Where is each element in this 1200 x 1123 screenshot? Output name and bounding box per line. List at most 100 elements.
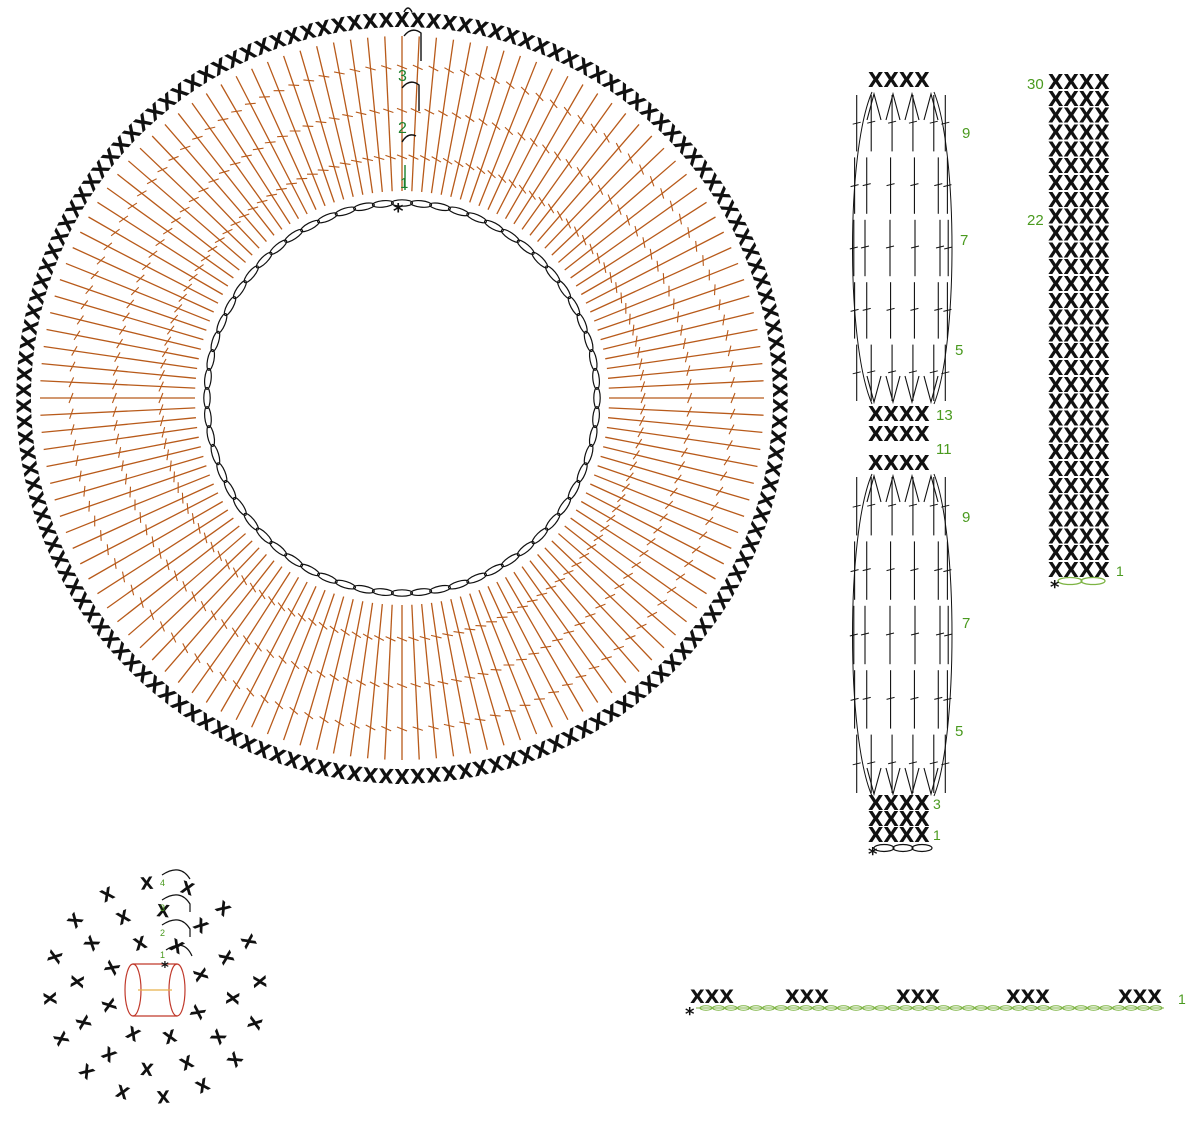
single-crochet-stitch: X	[756, 474, 783, 495]
stitch-crossbar	[369, 681, 380, 688]
stitch-crossbar	[145, 524, 148, 536]
stitch-crossbar	[303, 665, 313, 674]
stitch-crossbar	[459, 721, 471, 725]
decrease-stitch	[904, 91, 920, 121]
column-a-row-label: 5	[955, 342, 963, 359]
stitch-crossbar	[96, 256, 106, 265]
stitch-crossbar	[116, 338, 123, 349]
double-crochet-stitch	[127, 533, 246, 636]
single-crochet-stitch: X	[440, 10, 459, 36]
stitch-crossbar	[910, 568, 919, 572]
stitch-crossbar	[444, 67, 455, 74]
double-crochet-stitch	[450, 599, 488, 750]
increase-stitch	[923, 375, 939, 405]
stitch-crossbar	[68, 377, 75, 388]
stitch-crossbar	[934, 183, 943, 187]
chain-stitch	[210, 330, 221, 353]
strip-foundation-chain	[699, 1005, 1163, 1011]
stitch-crossbar	[170, 314, 179, 324]
single-crochet-row: XXXX	[1048, 440, 1110, 464]
chain-stitch	[593, 386, 601, 410]
single-crochet-stitch: X	[763, 444, 789, 463]
stitch-crossbar	[276, 187, 287, 191]
stitch-crossbar	[304, 711, 314, 720]
stitch-crossbar	[191, 513, 195, 524]
stitch-crossbar	[155, 238, 165, 247]
chain-stitch	[371, 588, 394, 597]
single-crochet-stitch: X	[752, 489, 779, 511]
single-crochet-stitch: X	[20, 474, 47, 495]
stitch-crossbar	[576, 166, 583, 177]
stitch-crossbar	[381, 725, 392, 732]
stitch-crossbar	[646, 538, 656, 546]
double-crochet-stitch	[205, 93, 291, 225]
stitch-crossbar	[200, 254, 211, 262]
stitch-crossbar	[862, 307, 871, 311]
single-crochet-stitch: X	[101, 958, 125, 979]
motif-row-label: 3	[160, 903, 165, 913]
column-a-row-label: 5	[955, 723, 963, 740]
increase-stitch	[866, 375, 882, 405]
stitch-crossbar	[639, 415, 645, 426]
increase-stitch	[885, 375, 901, 405]
single-crochet-stitch: X	[767, 366, 792, 383]
double-crochet-stitch	[164, 123, 267, 242]
single-crochet-stitch: X	[236, 931, 260, 952]
stitch-crossbar	[862, 696, 871, 700]
decrease-stitch	[904, 473, 920, 503]
stitch-crossbar	[686, 379, 692, 390]
stitch-crossbar	[241, 575, 248, 586]
stitch-crossbar	[585, 613, 596, 618]
stitch-crossbar	[246, 687, 255, 697]
stitch-crossbar	[217, 550, 223, 562]
chain-stitch	[223, 296, 237, 317]
stitch-crossbar	[76, 315, 84, 325]
stitch-crossbar	[600, 524, 610, 532]
stitch-crossbar	[157, 166, 168, 173]
single-crochet-row: XXXX	[1048, 238, 1110, 262]
single-crochet-stitch: X	[248, 974, 269, 989]
stitch-crossbar	[174, 304, 183, 313]
stitch-crossbar	[72, 439, 77, 451]
stitch-crossbar	[538, 196, 546, 207]
stitch-crossbar	[442, 157, 453, 165]
double-crochet-stitch	[88, 500, 224, 580]
stitch-crossbar	[319, 716, 329, 724]
single-crochet-stitch: X	[12, 397, 36, 413]
single-crochet-stitch: X	[139, 1057, 154, 1078]
column-a-row-label: 11	[936, 441, 952, 458]
single-crochet-row: XXXX	[1048, 474, 1110, 498]
double-crochet-stitch	[544, 547, 653, 661]
stitch-crossbar	[112, 365, 119, 376]
single-crochet-stitch: X	[282, 22, 304, 50]
stitch-crossbar	[115, 433, 120, 445]
stitch-crossbar	[730, 392, 736, 404]
stitch-crossbar	[442, 633, 454, 637]
motif-row-label: 2	[160, 928, 165, 938]
stitch-crossbar	[639, 369, 645, 381]
stitch-crossbar	[149, 609, 155, 621]
double-crochet-stitch	[478, 61, 538, 207]
double-crochet-stitch	[50, 312, 201, 350]
chain-stitch	[557, 496, 572, 516]
stitch-crossbar	[634, 335, 638, 347]
stitch-crossbar	[430, 634, 442, 639]
chain-stitch	[316, 572, 338, 584]
stitch-crossbar	[424, 108, 435, 115]
chain-stitch	[429, 584, 451, 594]
stitch-crossbar	[437, 110, 448, 117]
stitch-crossbar	[106, 544, 109, 556]
chain-stitch	[216, 312, 228, 334]
stitch-crossbar	[241, 154, 252, 158]
stitch-crossbar	[290, 660, 300, 670]
single-crochet-stitch: X	[50, 1028, 74, 1049]
double-crochet-stitch	[496, 581, 569, 721]
single-crochet-row: XXXX	[868, 451, 930, 475]
stitch-crossbar	[634, 225, 639, 237]
stitch-crossbar	[308, 617, 317, 626]
stitch-crossbar	[687, 392, 693, 404]
double-crochet-stitch	[54, 455, 204, 501]
double-crochet-stitch	[529, 113, 627, 236]
stitch-crossbar	[944, 633, 953, 637]
